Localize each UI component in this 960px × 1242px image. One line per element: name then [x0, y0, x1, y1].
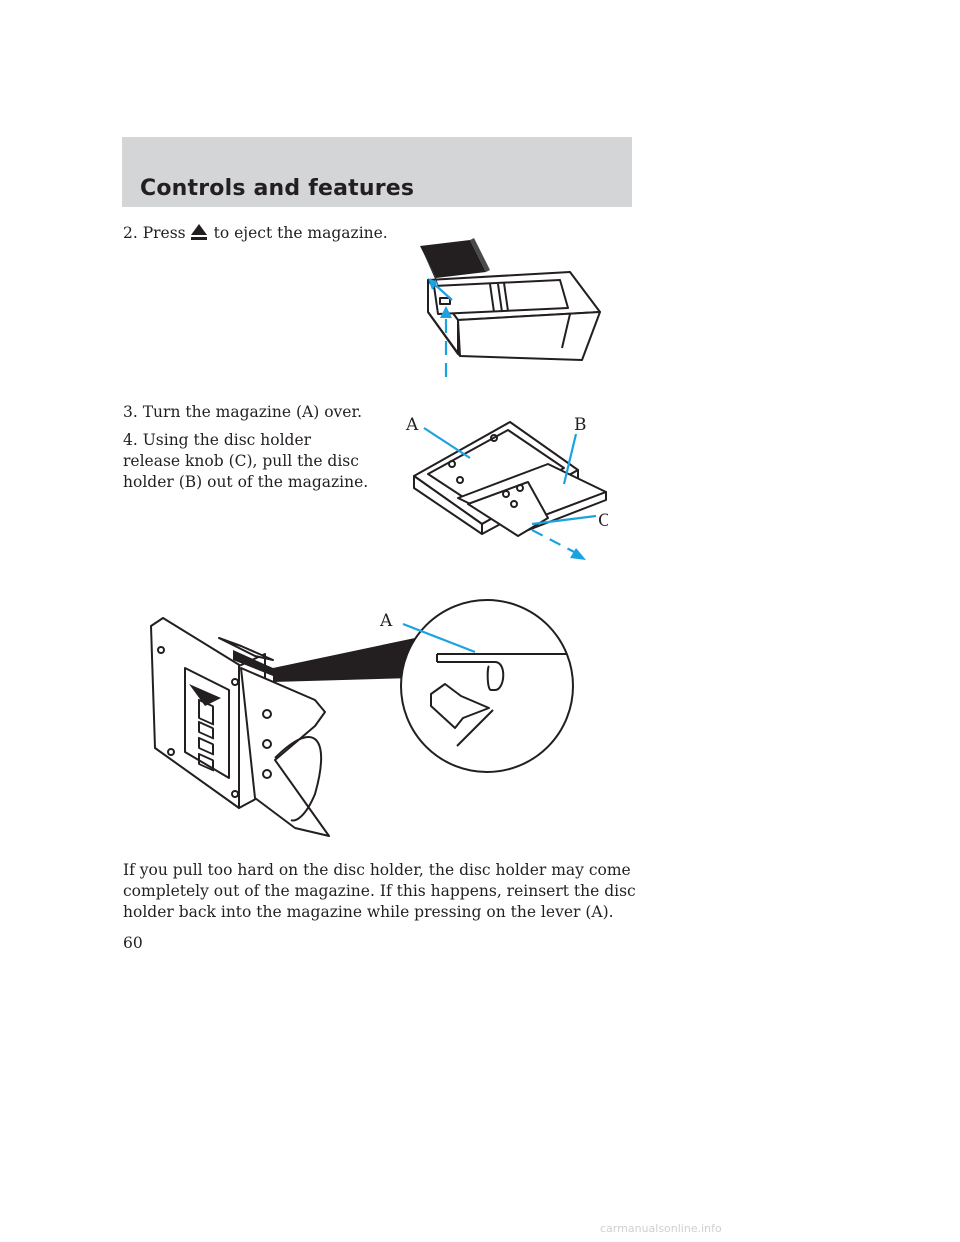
step-3-text: 3. Turn the magazine (A) over.	[123, 403, 363, 421]
step-2-text: 2. Press to eject the magazine.	[123, 223, 388, 244]
magazine-eject-illustration	[420, 238, 601, 377]
magazine-lever-detail-illustration: A	[150, 599, 574, 837]
magazine-disc-holder-illustration: A B C	[405, 415, 608, 560]
label-a: A	[405, 415, 419, 435]
footer-watermark: carmanualsonline.info	[600, 1222, 722, 1235]
eject-icon	[190, 224, 207, 240]
page-number: 60	[123, 934, 143, 952]
label-c: C	[598, 511, 608, 531]
step-4-text: 4. Using the disc holder release knob (C…	[123, 431, 369, 491]
step-2-prefix: 2. Press	[123, 224, 186, 242]
section-header-band	[122, 137, 632, 207]
label-b: B	[574, 415, 587, 435]
caution-paragraph: If you pull too hard on the disc holder,…	[123, 861, 636, 921]
step-2-suffix: to eject the magazine.	[213, 224, 388, 242]
section-title: Controls and features	[140, 176, 415, 201]
label-a-lever: A	[379, 611, 393, 631]
